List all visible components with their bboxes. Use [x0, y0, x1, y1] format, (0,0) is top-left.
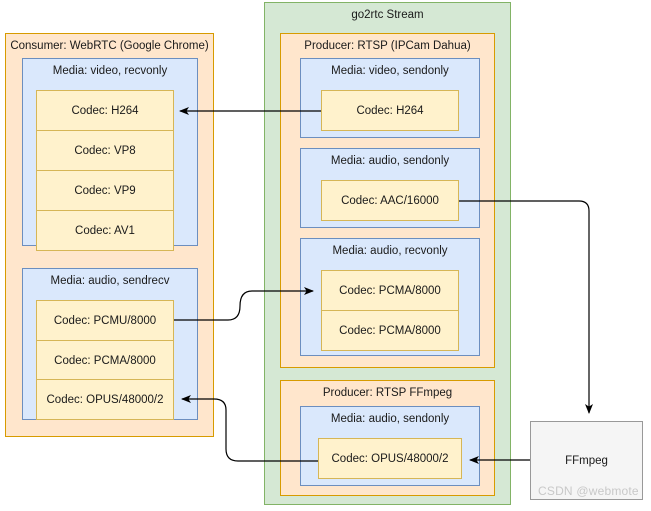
- consumer-codec-pcma-label: Codec: PCMA/8000: [54, 354, 156, 367]
- consumer-codec-h264[interactable]: Codec: H264: [36, 90, 174, 131]
- consumer-media-audio-sendrecv-title: Media: audio, sendrecv: [50, 275, 170, 287]
- consumer-codec-vp8[interactable]: Codec: VP8: [36, 130, 174, 171]
- consumer-codec-h264-label: Codec: H264: [71, 104, 139, 117]
- producer-codec-pcma-2[interactable]: Codec: PCMA/8000: [321, 310, 459, 351]
- consumer-media-video-recvonly-title: Media: video, recvonly: [52, 65, 168, 77]
- consumer-codec-vp9-label: Codec: VP9: [74, 184, 136, 197]
- consumer-codec-pcmu-label: Codec: PCMU/8000: [53, 314, 157, 327]
- producer-codec-h264-label: Codec: H264: [356, 104, 424, 117]
- consumer-codec-pcma[interactable]: Codec: PCMA/8000: [36, 340, 174, 381]
- producer-media-audio-recvonly-title: Media: audio, recvonly: [332, 245, 448, 257]
- consumer-codec-av1-label: Codec: AV1: [75, 224, 135, 237]
- consumer-webrtc-title: Consumer: WebRTC (Google Chrome): [10, 40, 209, 52]
- go2rtc-stream-title: go2rtc Stream: [351, 9, 424, 21]
- watermark: CSDN @webmote: [538, 484, 639, 498]
- producer-codec-pcma-1[interactable]: Codec: PCMA/8000: [321, 270, 459, 311]
- producer-rtsp-ipcam-dahua-title: Producer: RTSP (IPCam Dahua): [304, 40, 471, 52]
- ffmpeg-process[interactable]: FFmpeg: [530, 421, 643, 500]
- producer-codec-h264[interactable]: Codec: H264: [321, 90, 459, 131]
- producer-rtsp-ffmpeg-title: Producer: RTSP FFmpeg: [322, 387, 453, 399]
- producer-codec-pcma-2-label: Codec: PCMA/8000: [339, 324, 441, 337]
- consumer-codec-opus[interactable]: Codec: OPUS/48000/2: [36, 379, 174, 420]
- producer-codec-aac-label: Codec: AAC/16000: [341, 194, 439, 207]
- producer-ffmpeg-media-audio-sendonly-title: Media: audio, sendonly: [330, 413, 450, 425]
- consumer-codec-vp9[interactable]: Codec: VP9: [36, 170, 174, 211]
- consumer-codec-vp8-label: Codec: VP8: [74, 144, 136, 157]
- producer-media-audio-sendonly-title: Media: audio, sendonly: [330, 155, 450, 167]
- ffmpeg-process-label: FFmpeg: [565, 454, 608, 467]
- producer-media-video-sendonly-title: Media: video, sendonly: [331, 65, 449, 77]
- producer-codec-aac[interactable]: Codec: AAC/16000: [321, 180, 459, 221]
- producer-codec-opus-label: Codec: OPUS/48000/2: [331, 452, 449, 465]
- producer-codec-opus[interactable]: Codec: OPUS/48000/2: [318, 438, 462, 479]
- consumer-codec-pcmu[interactable]: Codec: PCMU/8000: [36, 300, 174, 341]
- consumer-codec-opus-label: Codec: OPUS/48000/2: [46, 393, 164, 406]
- producer-codec-pcma-1-label: Codec: PCMA/8000: [339, 284, 441, 297]
- consumer-codec-av1[interactable]: Codec: AV1: [36, 210, 174, 251]
